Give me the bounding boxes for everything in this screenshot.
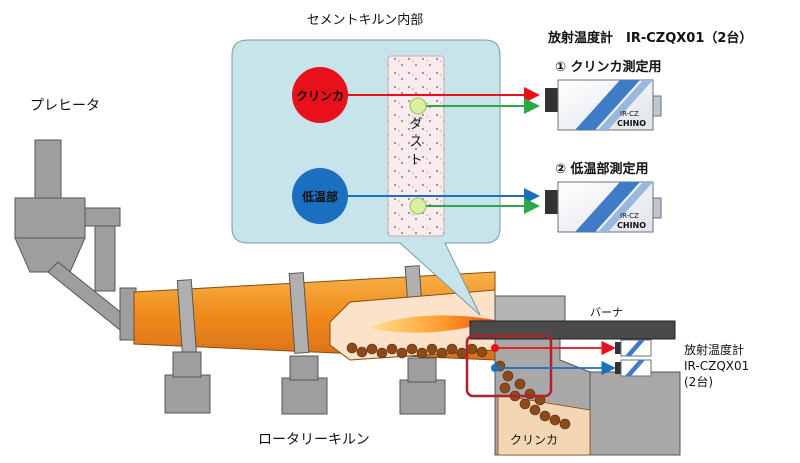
device2-model: IR-CZ	[620, 212, 639, 220]
unit2-label: ② 低温部測定用	[555, 161, 649, 177]
measure-spot-2	[409, 197, 427, 215]
small-thermo-label-2: IR-CZQX01	[684, 359, 749, 373]
clinker-circle-label: クリンカ	[296, 89, 344, 103]
clinker-granules	[346, 342, 488, 359]
low-temp-circle	[292, 168, 348, 224]
measure-spot-1	[409, 97, 427, 115]
clinker-outlet-label: クリンカ	[510, 433, 558, 447]
rotary-kiln-label: ロータリーキルン	[258, 432, 370, 448]
small-thermo-label-3: (2台)	[684, 374, 713, 389]
small-thermometers	[491, 339, 652, 377]
unit1-label: ① クリンカ測定用	[555, 59, 662, 75]
burner-label: バーナ	[590, 306, 623, 319]
thermometer-device-1: IR-CZ CHINO	[545, 79, 662, 131]
low-temp-circle-label: 低温部	[301, 189, 338, 204]
device2-brand: CHINO	[617, 221, 646, 230]
device1-model: IR-CZ	[620, 110, 639, 118]
small-thermo-label-1: 放射温度計	[684, 342, 744, 357]
clinker-circle	[292, 67, 348, 123]
preheater-tower	[14, 139, 137, 341]
device1-brand: CHINO	[617, 119, 646, 128]
kiln-inside-title: セメントキルン内部	[307, 12, 423, 28]
kiln-inside-bubble	[231, 39, 501, 316]
rotary-kiln	[133, 265, 496, 415]
dust-label: ダスト	[409, 117, 422, 168]
dust-zone	[387, 55, 445, 237]
measurement-region-box	[465, 334, 553, 398]
thermometer-header: 放射温度計 IR-CZQX01（2台）	[547, 30, 752, 46]
preheater-label: プレヒータ	[30, 98, 100, 114]
thermometer-device-2: IR-CZ CHINO	[545, 181, 662, 233]
dust-text: ダスト	[409, 117, 422, 168]
